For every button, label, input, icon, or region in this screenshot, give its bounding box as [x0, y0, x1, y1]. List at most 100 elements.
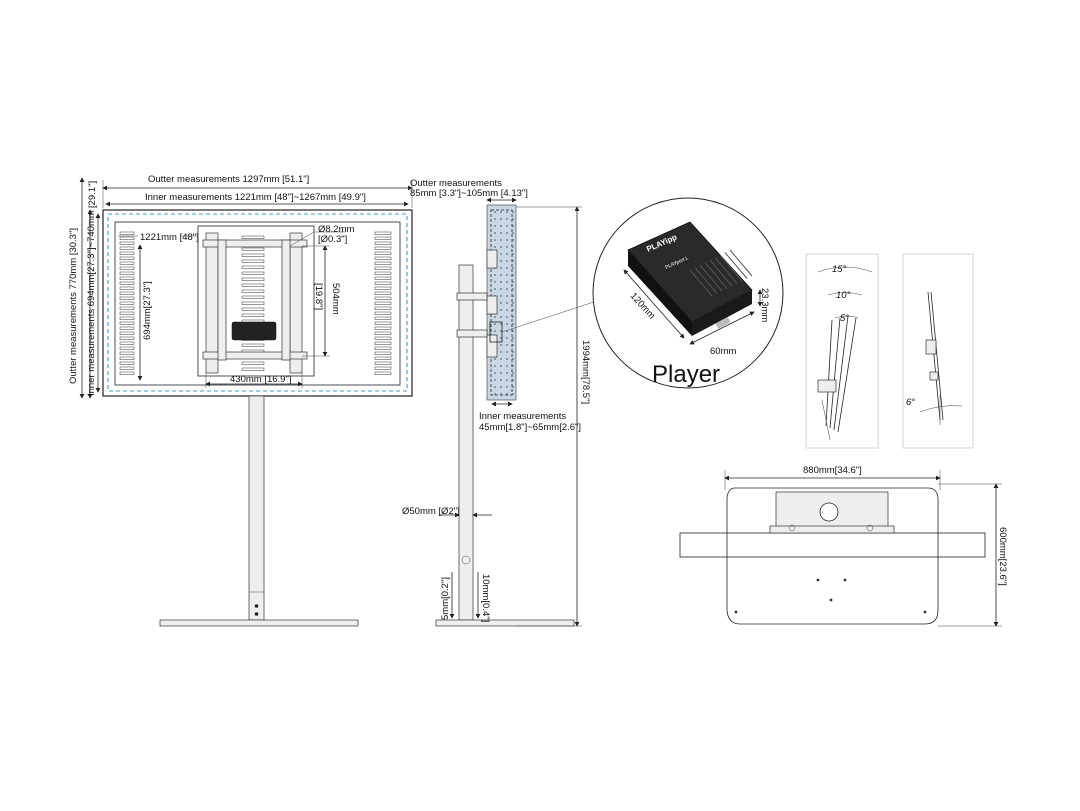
base-gap-label: 5mm[0.2"]	[440, 577, 451, 620]
vent-slot	[241, 307, 265, 311]
tilt-angle-5: 5°	[840, 313, 849, 324]
vent-slot	[119, 371, 135, 375]
screen-edge	[679, 532, 986, 558]
vent-slot	[241, 253, 265, 257]
vent-slot	[119, 251, 135, 255]
vent-slot	[241, 277, 265, 281]
front-view: Outter measurements 1297mm [51.1"] Inner…	[68, 174, 413, 627]
front-pole	[248, 395, 265, 621]
player-device-front	[231, 321, 277, 341]
vent-slot	[119, 231, 135, 235]
inner-height-label: Inner measurements 694mm[27.3"]~740mm	[86, 210, 97, 396]
vent-slot	[374, 356, 392, 360]
vent-slot	[119, 326, 135, 330]
vent-slot	[374, 241, 392, 245]
vent-slot	[241, 259, 265, 263]
vent-slot	[241, 295, 265, 299]
vent-slot	[374, 236, 392, 240]
inner-depth-title: Inner measurements	[479, 411, 566, 422]
vent-slot	[119, 241, 135, 245]
vent-slot	[374, 291, 392, 295]
vent-slot	[119, 306, 135, 310]
vent-slot	[119, 316, 135, 320]
vent-slot	[241, 289, 265, 293]
side-view: Outter measurements 85mm [3.3"]~105mm [4…	[402, 178, 591, 627]
vent-slot	[374, 251, 392, 255]
front-base-plate	[159, 619, 359, 627]
vent-slot	[119, 366, 135, 370]
player-height: 23.3mm	[759, 288, 770, 322]
vent-slot	[241, 271, 265, 275]
vent-slot	[119, 236, 135, 240]
vent-slot	[374, 316, 392, 320]
bracket-height-in: [19.8"]	[313, 283, 324, 310]
vent-slot	[119, 301, 135, 305]
vent-slot	[374, 311, 392, 315]
base-view: 880mm[34.6"] 600mm[23.6"]	[679, 465, 1008, 627]
player-width: 60mm	[710, 346, 736, 357]
vent-slot	[241, 247, 265, 251]
tilt-angle-15: 15°	[832, 264, 847, 275]
bracket-width-label: 430mm [16.9"]	[230, 374, 291, 385]
vent-slot	[241, 367, 265, 371]
tilt-angle-6: 6°	[906, 397, 915, 408]
vent-slot	[119, 351, 135, 355]
tilt-positions	[817, 315, 857, 441]
base-plate-top	[726, 487, 939, 625]
vent-slot	[374, 366, 392, 370]
vent-slot	[374, 331, 392, 335]
vent-slot	[119, 361, 135, 365]
vent-slot	[374, 261, 392, 265]
vent-slot	[241, 235, 265, 239]
vent-slot	[119, 356, 135, 360]
inner-width-small-label: 1221mm [48"]	[140, 232, 199, 243]
vent-slot	[241, 283, 265, 287]
vent-slot	[241, 343, 265, 347]
base-depth-label: 600mm[23.6"]	[997, 527, 1008, 586]
vent-slot	[241, 313, 265, 317]
vent-slot	[119, 261, 135, 265]
vent-slot	[374, 266, 392, 270]
vent-slot	[374, 361, 392, 365]
foam-texture	[494, 211, 514, 395]
vent-slot	[374, 281, 392, 285]
vent-slot	[374, 276, 392, 280]
side-pole	[458, 264, 474, 621]
vent-slot	[374, 336, 392, 340]
right-vent-slots	[374, 231, 392, 375]
outer-width-label: Outter measurements 1297mm [51.1"]	[148, 174, 309, 185]
vent-slot	[119, 346, 135, 350]
vent-slot	[374, 246, 392, 250]
inner-depth-value: 45mm[1.8"]~65mm[2.6"]	[479, 422, 581, 433]
vent-slot	[241, 265, 265, 269]
vent-slot	[241, 361, 265, 365]
inner-width-label: Inner measurements 1221mm [48"]~1267mm […	[145, 192, 366, 203]
inner-height-small-label: 694mm[27.3"]	[142, 281, 153, 340]
vent-slot	[119, 266, 135, 270]
vent-slot	[374, 371, 392, 375]
vent-slot	[241, 301, 265, 305]
total-height-label: [29.1"]	[87, 181, 98, 208]
vent-slot	[374, 321, 392, 325]
side-total-height: 1994mm[78.5"]	[580, 340, 591, 404]
pole-diameter-label: Ø50mm [Ø2"]	[402, 506, 460, 517]
vent-slot	[374, 341, 392, 345]
vent-slot	[119, 321, 135, 325]
vent-slot	[374, 286, 392, 290]
side-base-plate	[435, 619, 575, 627]
vent-slot	[119, 311, 135, 315]
vent-slot	[374, 346, 392, 350]
left-vent-slots	[119, 231, 135, 375]
vent-slot	[119, 246, 135, 250]
central-vent-slots	[241, 235, 265, 371]
vent-slot	[374, 296, 392, 300]
vent-slot	[119, 276, 135, 280]
vent-slot	[374, 301, 392, 305]
player-callout: PLAYipp PLAYport L 120mm 60mm 23.3mm Pla…	[501, 197, 784, 389]
tilt-angle-10: 10°	[836, 290, 851, 301]
tilt-view-multi: 15° 10° 5°	[805, 253, 879, 449]
outer-height-label: Outter measurements 770mm [30.3"]	[68, 228, 79, 384]
player-label: Player	[652, 361, 720, 388]
vent-slot	[119, 271, 135, 275]
